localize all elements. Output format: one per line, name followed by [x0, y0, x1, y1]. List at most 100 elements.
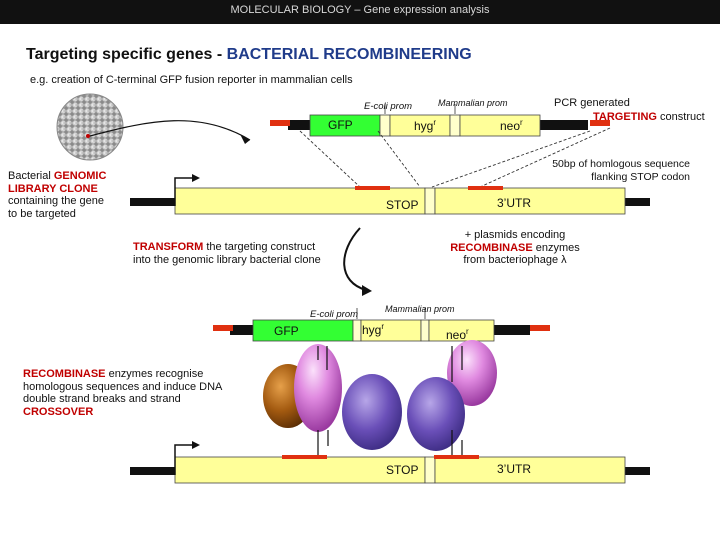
library-red1: GENOMIC: [53, 170, 107, 182]
hyg2-sup: r: [381, 322, 385, 331]
stop-codon-block-2: [424, 456, 436, 484]
ecoli-prom-block: [379, 114, 391, 137]
mammalian-prom-label: Mammalian prom: [438, 98, 508, 108]
library-pre: Bacterial: [8, 170, 54, 182]
gfp2-block: [252, 319, 354, 342]
header-bar: MOLECULAR BIOLOGY – Gene expression anal…: [0, 0, 720, 24]
plasmid-rest: enzymes: [532, 241, 580, 254]
ecoli-prom-label: E-coli prom: [364, 101, 413, 112]
mammalian-prom-block: [449, 114, 461, 137]
homology-arm-right: [590, 120, 610, 126]
homology-site-right-2: [434, 455, 479, 459]
hyg2-text: hyg: [362, 323, 382, 337]
tss-arrow: [174, 177, 195, 206]
homology-line-4: [479, 127, 611, 188]
strand-break-4: [451, 430, 463, 456]
targeting-construct-2: [213, 308, 550, 342]
genomic-gene-bottom: [130, 441, 650, 484]
neo-sup: r: [520, 118, 523, 127]
strand-break-2: [451, 346, 463, 382]
transform-line2: into the genomic library bacterial clone: [133, 253, 321, 266]
homology-line-2: [377, 130, 421, 188]
pcr-label-line1: PCR generated: [554, 97, 630, 109]
transform-red: TRANSFORM: [133, 241, 204, 253]
genomic-gene-top: [130, 174, 650, 215]
utr-label-2: 3’UTR: [497, 462, 532, 476]
homology-arm-left: [270, 120, 290, 126]
recombinase-enzymes: [263, 340, 497, 456]
strand-break-1: [317, 346, 328, 370]
selected-colony: [86, 134, 90, 138]
plasmid-line1: + plasmids encoding: [464, 229, 566, 241]
enzyme-purple-left: [342, 374, 402, 450]
recombinase-line3: double strand breaks and strand: [23, 393, 181, 405]
neo2-sup: r: [466, 327, 469, 336]
enzyme-pink-right: [447, 340, 497, 406]
targeting-construct: [270, 104, 611, 188]
utr-block-2: [434, 456, 626, 484]
library-line4: to be targeted: [8, 207, 76, 220]
recombinase-line2: homologous sequences and induce DNA: [23, 380, 223, 393]
gfp-label: GFP: [328, 118, 353, 132]
stop-label: STOP: [386, 198, 419, 212]
hyg-text: hyg: [414, 119, 434, 133]
recombinase-red2: CROSSOVER: [23, 405, 94, 418]
homology-line-1: [299, 130, 361, 188]
exon-block: [174, 187, 426, 215]
neo2-block: [428, 319, 495, 342]
title-main: Targeting specific genes -: [26, 46, 227, 63]
exon-block-2: [174, 456, 426, 484]
gfp2-label: GFP: [274, 324, 299, 338]
library-line3: containing the gene: [8, 195, 105, 207]
plasmid-line3: from bacteriophage λ: [463, 254, 567, 266]
pcr-label-line2: TARGETING construct: [593, 111, 705, 123]
neo-text: neo: [500, 119, 521, 133]
mammalian-prom2-block: [420, 319, 430, 342]
pcr-targeting: TARGETING: [593, 111, 657, 123]
ecoli-prom2-label: E-coli prom: [310, 309, 359, 320]
plasmid-red: RECOMBINASE: [450, 241, 533, 254]
homology-site-right: [468, 186, 503, 190]
strand-break-3: [317, 430, 329, 455]
transform-arrow: [343, 227, 372, 296]
stop-codon-block: [424, 187, 436, 215]
recombinase-red1: RECOMBINASE: [23, 368, 106, 380]
hyg-sup: r: [433, 118, 437, 127]
neo-label: neor: [500, 118, 523, 133]
hyg2-label: hygr: [362, 322, 384, 337]
transform-rest: the targeting construct: [203, 241, 316, 253]
title-highlight: BACTERIAL RECOMBINEERING: [226, 46, 472, 63]
neo2-label: neor: [446, 327, 469, 342]
neo-block: [459, 114, 541, 137]
homology-site-left: [355, 186, 390, 190]
dish-arrow-head: [240, 134, 250, 144]
neo2-text: neo: [446, 328, 467, 342]
recombinase-rest1: enzymes recognise: [105, 368, 204, 380]
homology-note-line1: 50bp of homlogous sequence: [552, 158, 690, 170]
utr-label: 3’UTR: [497, 196, 532, 210]
petri-dish: [56, 93, 251, 161]
library-red2: LIBRARY CLONE: [8, 182, 98, 195]
page-subtitle: e.g. creation of C-terminal GFP fusion r…: [30, 74, 353, 86]
enzyme-purple-right: [407, 377, 465, 451]
pcr-construct: construct: [656, 111, 705, 123]
homology-site-left-2: [282, 455, 327, 459]
page-title: Targeting specific genes - BACTERIAL REC…: [26, 46, 472, 64]
ecoli-prom2-block: [352, 319, 362, 342]
utr-block: [434, 187, 626, 215]
construct2-arm-right: [530, 325, 550, 331]
hyg-label: hygr: [414, 118, 436, 133]
homology-note-line2: flanking STOP codon: [591, 170, 690, 183]
homology-line-3: [431, 130, 591, 188]
tss-arrow-2: [174, 444, 195, 475]
enzyme-pink-left: [294, 344, 342, 432]
construct2-arm-left: [213, 325, 233, 331]
header-bar-text: MOLECULAR BIOLOGY – Gene expression anal…: [230, 4, 490, 16]
mammalian-prom2-label: Mammalian prom: [385, 304, 455, 314]
